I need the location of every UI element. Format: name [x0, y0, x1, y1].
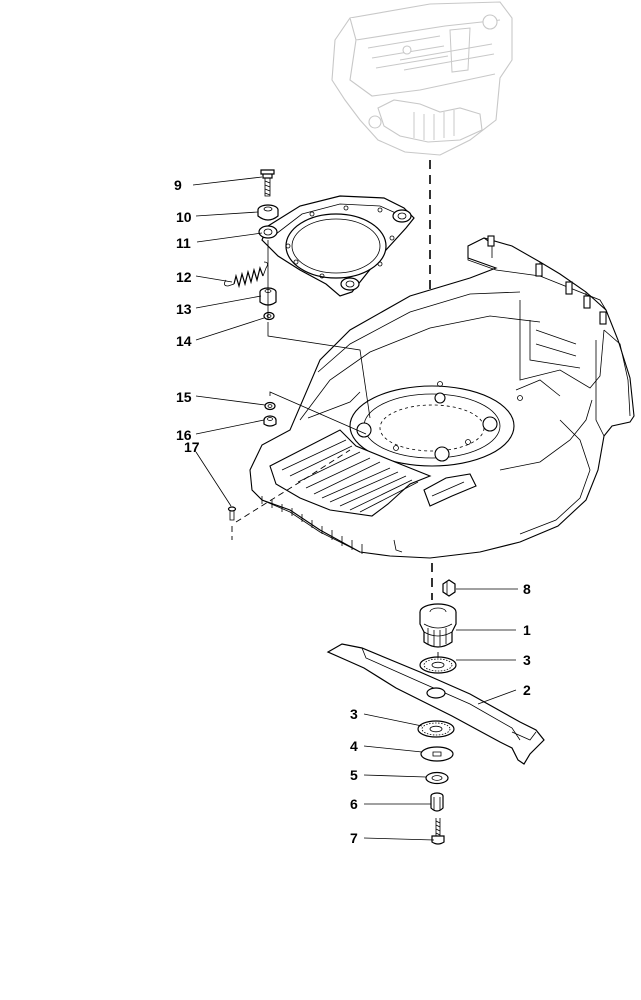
- part-3-lower-washer: [417, 720, 455, 738]
- callout-8: 8: [523, 581, 531, 597]
- deck-ribs: [281, 439, 419, 513]
- callout-17: 17: [184, 439, 200, 455]
- assembly-guides: [231, 240, 371, 540]
- part-7-bolt: [431, 818, 445, 845]
- part-1-blade-adapter: [419, 603, 457, 648]
- part-17-screw: [227, 506, 237, 521]
- callout-10: 10: [176, 209, 192, 225]
- part-15-washer: [264, 401, 276, 411]
- part-9-bolt: [260, 169, 275, 197]
- callout-15: 15: [176, 389, 192, 405]
- part-6-nut: [430, 792, 444, 812]
- bumper-slots: [261, 496, 363, 554]
- part-16-nut: [263, 415, 277, 427]
- callout-1: 1: [523, 622, 531, 638]
- callout-3-upper: 3: [523, 652, 531, 668]
- callout-4: 4: [350, 738, 358, 754]
- mower-deck: [249, 235, 635, 559]
- callout-3-lower: 3: [350, 706, 358, 722]
- callout-11: 11: [176, 235, 191, 251]
- part-5-washer: [425, 771, 449, 785]
- callout-2: 2: [523, 682, 531, 698]
- engine-ghost: [331, 1, 513, 156]
- callout-14: 14: [176, 333, 192, 349]
- callout-5: 5: [350, 767, 358, 783]
- callout-9: 9: [174, 177, 182, 193]
- part-2-blade: [326, 643, 545, 765]
- part-12-spring: [224, 261, 268, 289]
- part-8-key: [442, 579, 456, 597]
- callout-labels: 9 10 11 12 13 14 15 16 17 8 1 3 2 3 4 5 …: [174, 177, 531, 846]
- callout-12: 12: [176, 269, 192, 285]
- part-3-upper-washer: [419, 656, 457, 674]
- part-10-bushing: [257, 204, 279, 221]
- leader-lines: [192, 176, 518, 841]
- part-11-flange-plate: [258, 195, 415, 297]
- part-14-washer: [263, 311, 275, 321]
- callout-13: 13: [176, 301, 192, 317]
- part-4-washer: [420, 746, 454, 762]
- callout-6: 6: [350, 796, 358, 812]
- callout-7: 7: [350, 830, 358, 846]
- callout-16: 16: [176, 427, 192, 443]
